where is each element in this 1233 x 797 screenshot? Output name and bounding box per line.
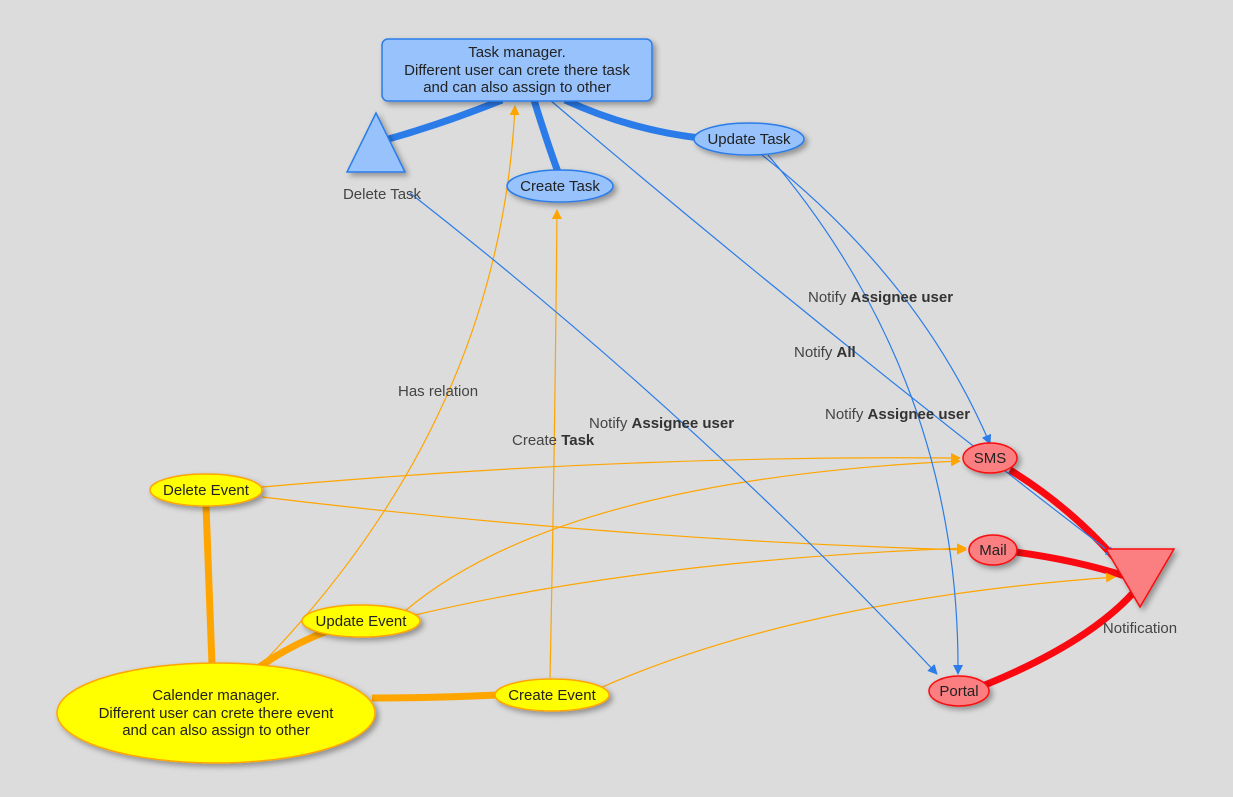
node-calendar-manager-line3: and can also assign to other xyxy=(122,722,310,739)
label-create-task-normal: Create xyxy=(512,432,561,449)
label-notify-assignee-2: Notify Assignee user xyxy=(808,289,953,306)
label-notify-all-normal: Notify xyxy=(794,344,837,361)
edge-taskmanager-updatetask[interactable] xyxy=(563,96,701,142)
node-mail[interactable] xyxy=(968,534,1018,566)
node-delete-event-label: Delete Event xyxy=(163,482,250,499)
node-notification-label: Notification xyxy=(1103,620,1177,637)
label-notify-all: Notify All xyxy=(794,344,856,361)
edge-calendar-deleteevent[interactable] xyxy=(202,504,216,666)
edge-has-relation[interactable] xyxy=(257,105,520,669)
label-notify-assignee-2-bold: Assignee user xyxy=(851,289,954,306)
node-update-task[interactable] xyxy=(693,122,805,156)
label-create-task: Create Task xyxy=(512,432,595,449)
node-calendar-manager[interactable] xyxy=(56,662,376,764)
edge-deleteevent-mail[interactable] xyxy=(261,496,967,555)
node-mail-label: Mail xyxy=(979,542,1007,559)
label-notify-assignee-2-normal: Notify xyxy=(808,289,851,306)
node-create-task[interactable] xyxy=(506,169,614,203)
node-task-manager-line2: Different user can crete there task xyxy=(404,62,630,79)
node-task-manager[interactable] xyxy=(381,38,653,102)
label-notify-all-bold: All xyxy=(837,344,856,361)
node-create-event[interactable] xyxy=(494,678,610,712)
edge-taskmanager-deletetask[interactable] xyxy=(377,96,504,146)
edge-deletetask-portal[interactable] xyxy=(409,192,938,675)
node-update-event[interactable] xyxy=(301,604,421,638)
node-delete-event[interactable] xyxy=(149,473,263,507)
node-create-event-label: Create Event xyxy=(508,687,596,704)
node-portal-label: Portal xyxy=(939,683,978,700)
edge-updateevent-mail[interactable] xyxy=(414,543,967,616)
label-notify-assignee-3-normal: Notify xyxy=(825,406,868,423)
node-update-task-label: Update Task xyxy=(707,131,791,148)
node-calendar-manager-line2: Different user can crete there event xyxy=(99,705,335,722)
node-delete-task-label: Delete Task xyxy=(343,186,422,203)
edge-updatetask-portal[interactable] xyxy=(767,154,964,675)
node-notification[interactable] xyxy=(1104,548,1176,609)
edge-calendar-updateevent[interactable] xyxy=(255,626,332,671)
edge-portal-notification[interactable] xyxy=(983,582,1143,689)
edge-deleteevent-sms[interactable] xyxy=(261,452,961,488)
edge-updateevent-sms[interactable] xyxy=(404,456,961,612)
node-task-manager-line1: Task manager. xyxy=(468,44,566,61)
edge-createevent-notification[interactable] xyxy=(599,572,1116,689)
edge-taskmanager-notification[interactable] xyxy=(549,99,1116,557)
label-notify-assignee-3-bold: Assignee user xyxy=(868,406,971,423)
node-update-event-label: Update Event xyxy=(316,613,408,630)
label-create-task-bold: Task xyxy=(561,432,595,449)
label-notify-assignee-1-bold: Assignee user xyxy=(632,415,735,432)
node-delete-task[interactable] xyxy=(345,111,407,173)
label-notify-assignee-1-normal: Notify xyxy=(589,415,632,432)
edge-updatetask-sms[interactable] xyxy=(761,154,992,445)
node-create-task-label: Create Task xyxy=(520,178,600,195)
edge-calendar-createevent[interactable] xyxy=(371,691,499,702)
edge-taskmanager-createtask[interactable] xyxy=(530,98,562,174)
node-task-manager-line3: and can also assign to other xyxy=(423,79,611,96)
nodes: Task manager. Different user can crete t… xyxy=(56,38,1177,764)
node-sms[interactable] xyxy=(962,442,1018,474)
label-notify-assignee-1: Notify Assignee user xyxy=(589,415,734,432)
label-notify-assignee-3: Notify Assignee user xyxy=(825,406,970,423)
node-calendar-manager-line1: Calender manager. xyxy=(152,687,280,704)
node-sms-label: SMS xyxy=(974,450,1007,467)
edge-createevent-createtask[interactable] xyxy=(549,209,562,679)
edge-labels: Has relation Create Task Notify Assignee… xyxy=(398,289,970,449)
node-portal[interactable] xyxy=(928,675,990,707)
label-has-relation: Has relation xyxy=(398,383,478,400)
relation-edges xyxy=(257,99,1116,689)
structural-edges xyxy=(202,96,1143,702)
